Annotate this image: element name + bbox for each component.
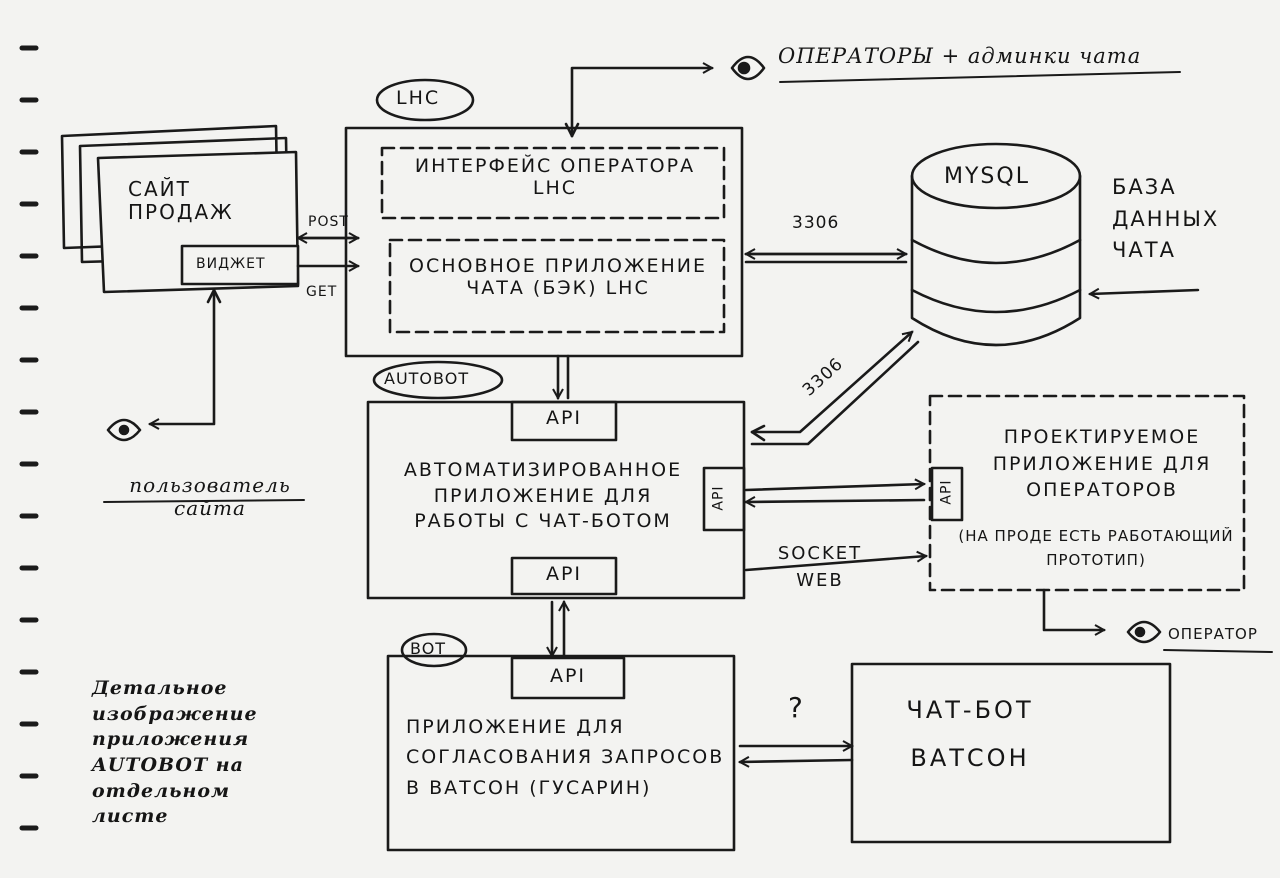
api-top-box <box>510 400 618 442</box>
port-top-label: 3306 <box>792 213 840 233</box>
arrow-to-operators <box>570 68 712 138</box>
api-designed-label: API <box>938 479 955 505</box>
socket-web-label: SOCKET WEB <box>777 543 863 591</box>
bot-box <box>386 654 736 852</box>
chat-db-label: БАЗА ДАННЫХ ЧАТА <box>1112 175 1220 262</box>
api-bottom-label: API <box>545 563 583 585</box>
get-label: GET <box>306 284 338 300</box>
detail-note-label: Детальное изображение приложения AUTOBOT… <box>92 677 258 828</box>
user-arrow <box>150 288 216 424</box>
automated-app-label: АВТОМАТИЗИРОВАННОЕ ПРИЛОЖЕНИЕ ДЛЯ РАБОТЫ… <box>403 459 683 533</box>
post-label: POST <box>308 214 349 230</box>
operator-interface-label: ИНТЕРФЕЙС ОПЕРАТОРА LHC <box>414 155 696 199</box>
eye-icon-operators <box>730 55 766 81</box>
autobot-tag-label: AUTOBOT <box>384 369 470 388</box>
chatbot-label: ЧАТ-БОТ ВАТСОН <box>906 696 1034 772</box>
bot-tag-label: BOT <box>410 639 447 658</box>
api-bot-label: API <box>549 665 587 687</box>
main-app-label: ОСНОВНОЕ ПРИЛОЖЕНИЕ ЧАТА (БЭК) LHC <box>409 255 707 299</box>
prototype-note-label: (НА ПРОДЕ ЕСТЬ РАБОТАЮЩИЙ ПРОТОТИП) <box>958 527 1234 569</box>
api-designed-box <box>930 466 964 522</box>
api-top-label: API <box>545 407 583 429</box>
designed-app-label: ПРОЕКТИРУЕМОЕ ПРИЛОЖЕНИЕ ДЛЯ ОПЕРАТОРОВ <box>992 426 1212 502</box>
sales-site-label: САЙТ ПРОДАЖ <box>128 177 234 224</box>
api-bottom-box <box>510 556 618 596</box>
mysql-label: MYSQL <box>944 164 1030 189</box>
mysql-cylinder <box>910 142 1082 347</box>
lhc-tag-label: LHC <box>396 87 441 109</box>
api-bot-box <box>510 656 626 700</box>
operator-interface-box <box>380 146 726 220</box>
bot-app-label: ПРИЛОЖЕНИЕ ДЛЯ СОГЛАСОВАНИЯ ЗАПРОСОВ В В… <box>406 716 725 799</box>
bot-tag-ellipse <box>400 632 468 668</box>
main-app-box <box>388 238 726 334</box>
api-side-label: API <box>710 485 727 511</box>
spiral-binding <box>19 45 39 831</box>
lhc-box <box>344 126 744 358</box>
autobot-designed-arrow <box>744 484 924 492</box>
operator-label: ОПЕРАТОР <box>1168 625 1258 643</box>
watson-box <box>850 662 1172 844</box>
autobot-tag-ellipse <box>372 360 504 400</box>
site-user-label: пользователь сайта <box>129 473 291 520</box>
operator-arrow <box>1042 588 1104 630</box>
eye-icon-operator <box>1126 620 1162 644</box>
socket-arrow <box>744 556 926 572</box>
question-label: ? <box>788 691 806 724</box>
widget-label: ВИДЖЕТ <box>196 256 266 272</box>
lhc-tag-ellipse <box>375 78 475 122</box>
sales-site-box <box>60 124 300 294</box>
designed-app-box <box>928 394 1246 592</box>
operators-admin-label: ОПЕРАТОРЫ + админки чата <box>778 44 1142 68</box>
eye-icon-user <box>106 418 142 442</box>
autobot-db-arrow <box>750 332 912 434</box>
